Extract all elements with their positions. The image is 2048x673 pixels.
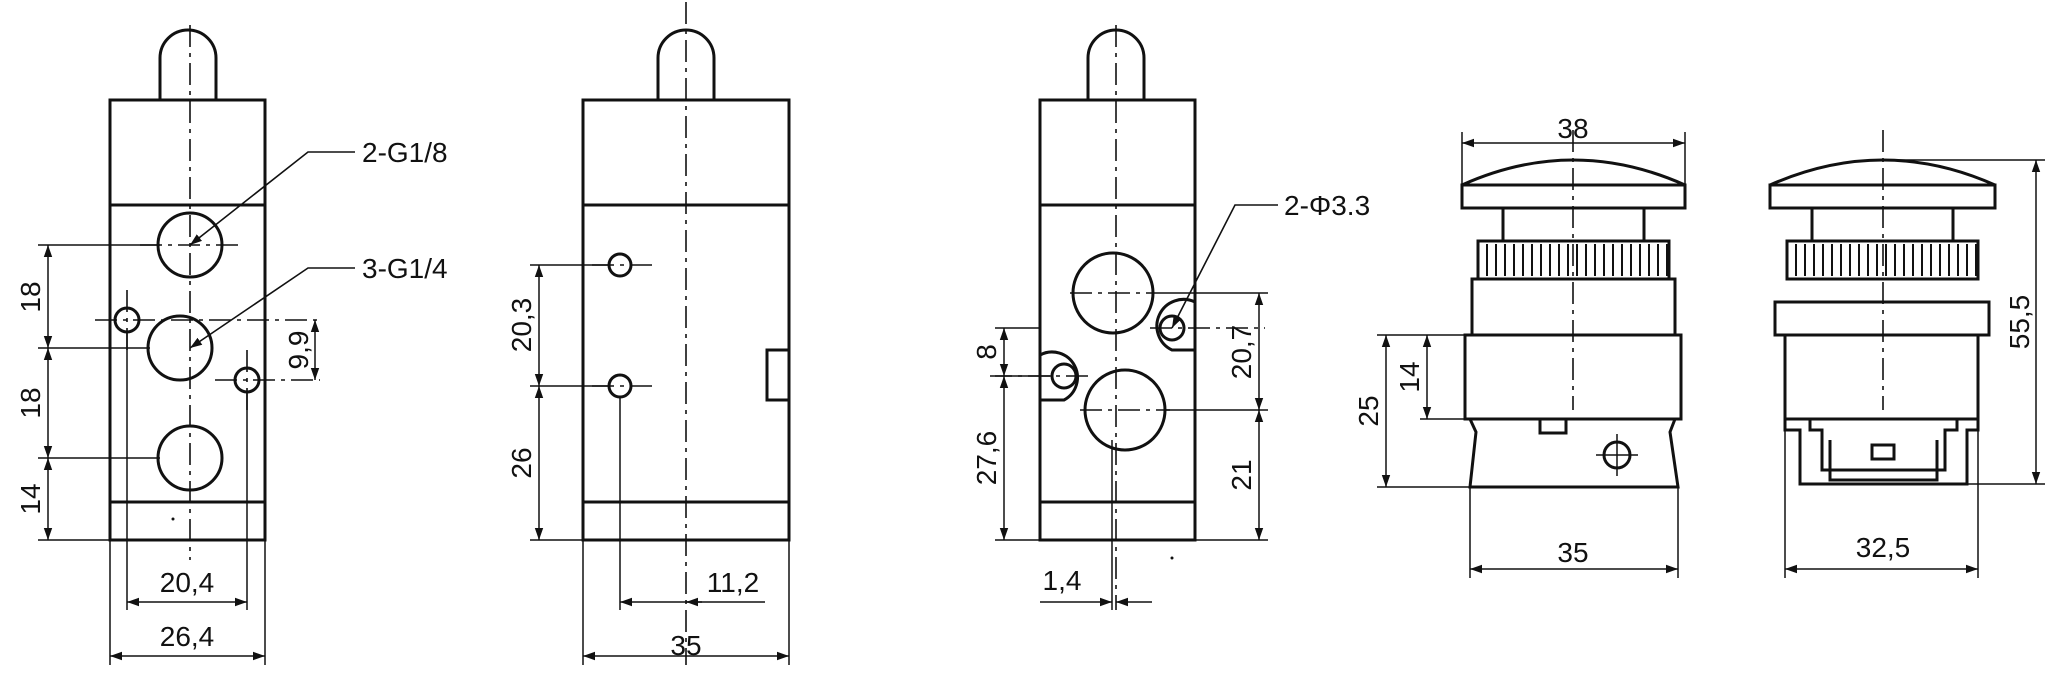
dim-35-side: 35 [670, 630, 701, 661]
view-mushroom-front: 38 25 14 35 [1353, 113, 1687, 578]
dim-38: 38 [1557, 113, 1588, 144]
dim-14-button: 14 [1394, 361, 1425, 392]
dim-11-2: 11,2 [707, 567, 759, 598]
callout-3-g14: 3-G1/4 [362, 253, 448, 284]
dim-21: 21 [1226, 459, 1257, 490]
dim-35-button: 35 [1557, 537, 1588, 568]
dim-32-5: 32,5 [1856, 532, 1911, 563]
callout-2-g18: 2-G1/8 [362, 137, 448, 168]
dim-20-3: 20,3 [506, 298, 537, 353]
plunger-1 [158, 28, 218, 102]
port-g14-middle [146, 314, 214, 382]
valve-body-3 [1038, 98, 1197, 542]
base-5 [1783, 333, 1980, 421]
dim-8: 8 [971, 344, 1002, 360]
dim-26-4: 26,4 [160, 621, 215, 652]
plunger-2 [656, 28, 716, 102]
dim-14: 14 [15, 483, 46, 514]
collar-5 [1773, 300, 1991, 337]
view-mushroom-side: 55,5 32,5 [1768, 130, 2045, 578]
dim-27-6: 27,6 [971, 431, 1002, 486]
knurl-lines-4 [1486, 244, 1668, 276]
knurled-ring-5 [1785, 239, 1980, 281]
bracket-5 [1783, 417, 1980, 486]
dim-20-4: 20,4 [160, 567, 215, 598]
callout-2-phi3-3: 2-Φ3.3 [1284, 190, 1370, 221]
dim-18-upper: 18 [15, 281, 46, 312]
dim-18-lower: 18 [15, 387, 46, 418]
dim-9-9: 9,9 [283, 331, 314, 370]
knurl-lines-5 [1795, 244, 1977, 276]
lower-housing-4 [1467, 417, 1680, 489]
mount-boss-right [1155, 297, 1197, 352]
view-front: 2-G1/8 3-G1/4 18 18 14 9,9 20,4 26,4 [15, 25, 448, 665]
dim-20-7: 20,7 [1226, 325, 1257, 380]
dim-1-4: 1,4 [1043, 565, 1082, 596]
view-side: 20,3 26 11,2 35 [506, 2, 791, 665]
mount-boss-left [1038, 350, 1079, 402]
dim-25: 25 [1353, 395, 1384, 426]
side-tab [765, 348, 791, 402]
dim-26: 26 [506, 447, 537, 478]
view-rear: 2-Φ3.3 8 27,6 20,7 21 1,4 [971, 25, 1370, 610]
dim-55-5: 55,5 [2004, 295, 2035, 350]
